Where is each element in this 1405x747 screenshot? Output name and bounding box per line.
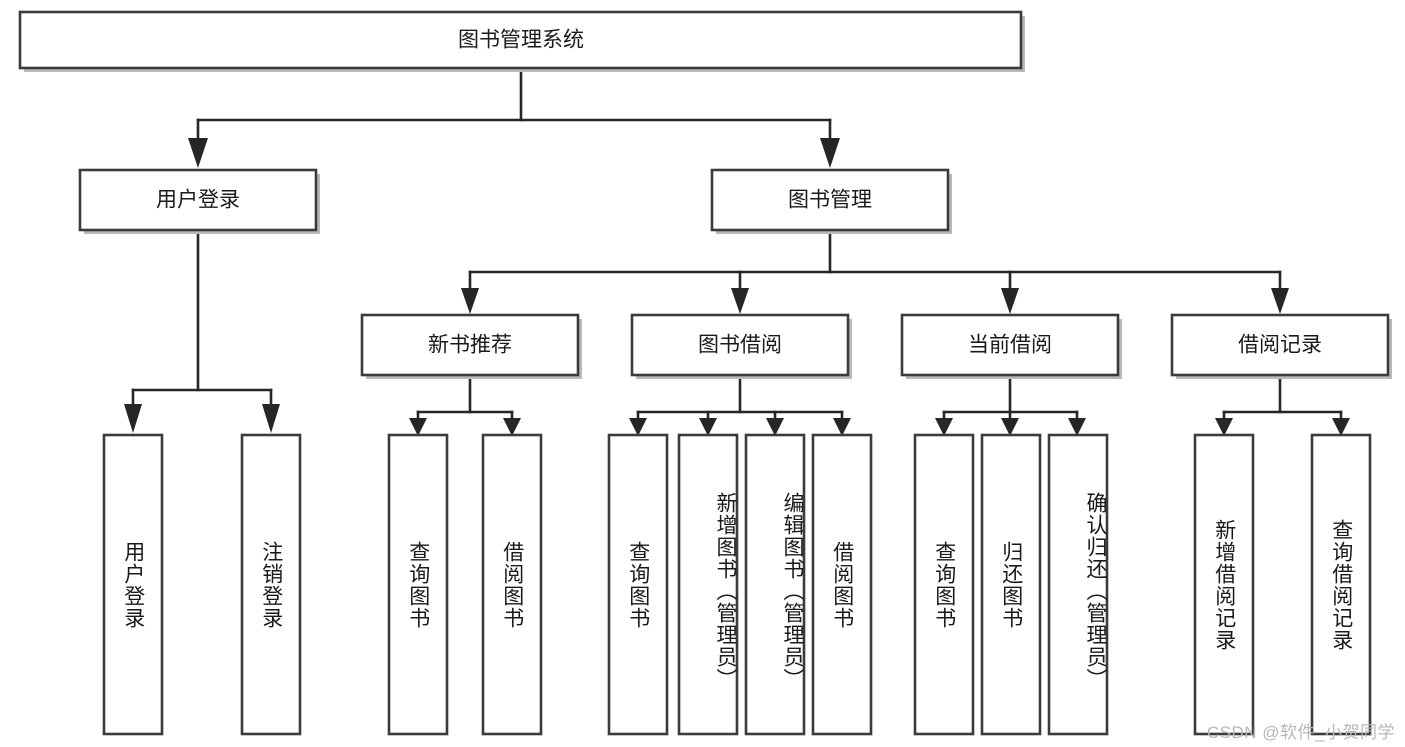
node-book-management-label: 图书管理 [788, 189, 872, 212]
leaf-box-book-borrow-0[interactable] [607, 433, 669, 736]
node-current-borrow-box[interactable] [900, 313, 1120, 377]
node-root-box[interactable] [18, 10, 1023, 70]
node-user-login[interactable]: 用户登录 [78, 168, 320, 234]
connector-group-new-book [409, 374, 521, 436]
leaf-box-new-book-1[interactable] [481, 433, 543, 736]
leaf-box-user-login-1[interactable] [240, 433, 302, 736]
arrowhead-borrow-record [1271, 288, 1289, 314]
node-book-management[interactable]: 图书管理 [710, 168, 952, 234]
node-current-borrow[interactable]: 当前借阅 [900, 313, 1122, 379]
arrowhead-leaf-user-login-1 [262, 404, 280, 433]
connector-group-user-login [124, 230, 280, 433]
arrowhead-leaf-book-borrow-3 [833, 418, 851, 436]
node-book-borrow-box[interactable] [630, 313, 850, 377]
arrowhead-current-borrow [1001, 288, 1019, 314]
leaf-box-book-borrow-3[interactable] [811, 433, 873, 736]
arrowhead-leaf-book-borrow-0 [629, 418, 647, 436]
node-current-borrow-label: 当前借阅 [968, 334, 1052, 357]
node-new-book-recommend-box[interactable] [360, 313, 580, 377]
node-borrow-record-label: 借阅记录 [1238, 334, 1322, 357]
leaf-box-current-borrow-0[interactable] [913, 433, 975, 736]
node-root[interactable]: 图书管理系统 [18, 10, 1025, 72]
leaf-box-current-borrow-2[interactable] [1047, 433, 1109, 736]
connector-group-book-borrow [629, 374, 851, 436]
arrowhead-user-login [188, 138, 208, 168]
arrowhead-leaf-current-borrow-2 [1068, 418, 1086, 436]
leaf-box-borrow-record-0[interactable] [1193, 433, 1255, 736]
leaf-box-book-borrow-1[interactable] [677, 433, 739, 736]
node-root-label: 图书管理系统 [458, 29, 584, 52]
arrowhead-leaf-current-borrow-0 [935, 418, 953, 436]
node-borrow-record-box[interactable] [1170, 313, 1390, 377]
arrowhead-leaf-user-login-0 [124, 404, 142, 433]
watermark-text: CSDN @软件_小贺同学 [1206, 723, 1395, 742]
arrowhead-leaf-new-book-1 [503, 418, 521, 436]
node-book-borrow[interactable]: 图书借阅 [630, 313, 852, 379]
arrowhead-leaf-borrow-record-1 [1332, 418, 1350, 436]
arrowhead-leaf-book-borrow-2 [766, 418, 784, 436]
node-new-book-recommend[interactable]: 新书推荐 [360, 313, 582, 379]
arrowhead-new-book [461, 288, 479, 314]
node-new-book-recommend-label: 新书推荐 [428, 334, 512, 357]
leaf-box-borrow-record-1[interactable] [1310, 433, 1372, 736]
leaf-box-current-borrow-1[interactable] [980, 433, 1042, 736]
leaf-box-user-login-0[interactable] [102, 433, 164, 736]
connector-group-borrow-record [1215, 374, 1350, 436]
node-book-borrow-label: 图书借阅 [698, 334, 782, 357]
connector-group-current-borrow [935, 374, 1086, 436]
leaf-box-new-book-0[interactable] [387, 433, 449, 736]
arrowhead-leaf-current-borrow-1 [1001, 418, 1019, 436]
node-book-management-box[interactable] [710, 168, 950, 232]
connector-group-root [188, 68, 840, 168]
node-borrow-record[interactable]: 借阅记录 [1170, 313, 1392, 379]
leaf-box-book-borrow-2[interactable] [744, 433, 806, 736]
connector-group-book-mgmt [461, 230, 1289, 314]
arrowhead-book-borrow [731, 288, 749, 314]
arrowhead-leaf-borrow-record-0 [1215, 418, 1233, 436]
arrowhead-leaf-new-book-0 [409, 418, 427, 436]
arrowhead-leaf-book-borrow-1 [699, 418, 717, 436]
node-user-login-box[interactable] [78, 168, 318, 232]
node-user-login-label: 用户登录 [156, 189, 240, 212]
arrowhead-book-mgmt [820, 138, 840, 168]
